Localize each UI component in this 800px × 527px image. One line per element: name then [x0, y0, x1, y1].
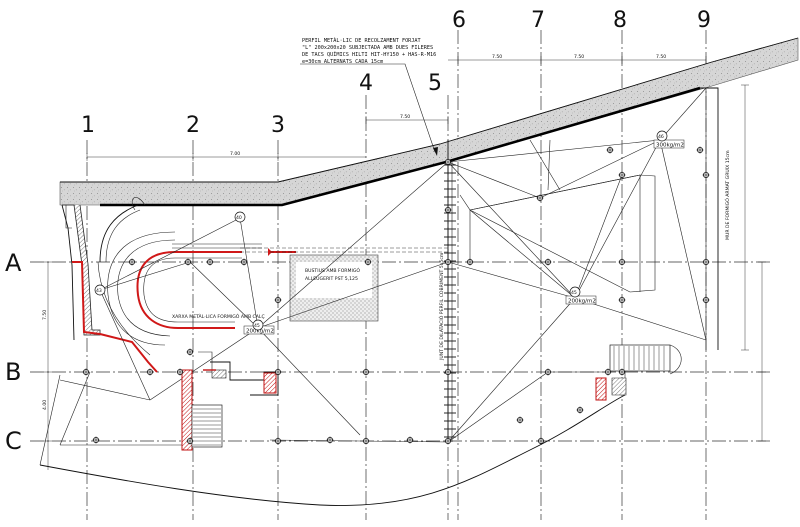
pile-symbol	[444, 258, 452, 266]
pile-symbol	[362, 437, 370, 445]
load-label: 300kg/m2	[656, 143, 684, 149]
dimension-label: 7.50	[492, 54, 502, 60]
steel-note-line: e=30cm ALTERNATS CADA 15cm	[302, 59, 383, 65]
pile-symbol	[696, 146, 704, 154]
grid-axes	[30, 30, 770, 520]
stair-left	[181, 351, 279, 451]
pile-symbol	[606, 146, 614, 154]
steel-note-line: "L" 200x200x20 SUBJECTADA AMB DUES FILER…	[302, 45, 433, 51]
pile-symbol	[128, 258, 136, 266]
grid-row-label: B	[5, 358, 21, 386]
dimension-label: 7.50	[656, 54, 666, 60]
marker-label: 46	[658, 134, 664, 140]
pile-symbols	[82, 146, 710, 445]
grid-col-label: 6	[452, 8, 466, 33]
pile-symbol	[544, 258, 552, 266]
pile-symbol	[618, 368, 626, 376]
pile-symbol	[444, 368, 452, 376]
expansion-joint-note: JUNT DE DILATACIÓ PERFIL COBRIMENT 5x5cm	[438, 252, 445, 361]
hatch-note-line: BUSTIUS AMB FORMIGÓ	[305, 267, 360, 274]
pile-symbol	[274, 368, 282, 376]
load-label: 200kg/m2	[246, 329, 274, 335]
pile-symbol	[406, 436, 414, 444]
pile-symbol	[362, 368, 370, 376]
pile-symbol	[92, 436, 100, 444]
pile-symbol	[146, 368, 154, 376]
right-boundary: MUR DE FORMIGÓ ARMAT GRUIX 15cm	[459, 87, 731, 350]
pile-symbol	[82, 368, 90, 376]
grid-col-label: 2	[186, 113, 200, 138]
pile-symbol	[576, 406, 584, 414]
pile-symbol	[274, 296, 282, 304]
hatch-note-line: ALLEUGERIT PST 5,125	[305, 276, 358, 282]
dimension-label: 4.00	[42, 400, 48, 410]
pile-symbol	[618, 296, 626, 304]
grid-labels: 1 2 3 4 5 6 7 8 9 A B C	[5, 8, 711, 455]
pile-symbol	[702, 296, 710, 304]
grid-col-label: 1	[81, 113, 95, 138]
pile-symbol	[702, 171, 710, 179]
pile-symbol	[536, 194, 544, 202]
pile-symbol	[186, 437, 194, 445]
pile-symbol	[618, 171, 626, 179]
pile-symbol	[618, 258, 626, 266]
diagonal-struts	[59, 87, 707, 446]
marker-label: 43	[96, 288, 102, 294]
marker-label: 45	[571, 290, 577, 296]
pile-symbol	[186, 348, 194, 356]
pile-symbol	[364, 258, 372, 266]
dimension-label: 7.50	[574, 54, 584, 60]
dimension-label: 7.50	[400, 114, 410, 120]
pile-symbol	[537, 437, 545, 445]
bottom-boundary	[39, 349, 670, 506]
pile-symbol	[444, 437, 452, 445]
pile-symbol	[240, 258, 248, 266]
marker-circles: 40 43 45 46 45	[94, 130, 668, 331]
grid-col-label: 5	[428, 71, 442, 96]
grid-col-label: 9	[697, 8, 711, 33]
hatched-fill-region: BUSTIUS AMB FORMIGÓ ALLEUGERIT PST 5,125	[289, 254, 379, 322]
steel-note-line: DE TACS QUÍMICS HILTI HIT-HY150 + HAS-R-…	[302, 50, 436, 58]
curved-wall	[97, 197, 151, 356]
right-wall-note: MUR DE FORMIGÓ ARMAT GRUIX 15cm	[724, 150, 731, 240]
pile-symbol	[702, 258, 710, 266]
pile-symbol	[184, 258, 192, 266]
expansion-joint: JUNT DE DILATACIÓ PERFIL COBRIMENT 5x5cm	[438, 140, 456, 442]
pile-symbol	[326, 436, 334, 444]
pile-symbol	[176, 368, 184, 376]
stair-arcs: XARXA METÀL·LICA FORMIGÓ AMB CALÇ	[107, 231, 265, 346]
dashed-beams	[240, 247, 448, 253]
dimension-label: 7.00	[230, 151, 240, 157]
pile-symbol	[604, 368, 612, 376]
pile-symbol	[544, 368, 552, 376]
load-label: 200kg/m2	[568, 299, 596, 305]
steel-profile-note: PERFIL METÀL·LIC DE RECOLZAMENT FORJAT "…	[300, 37, 438, 156]
pile-symbol	[444, 206, 452, 214]
grid-col-label: 8	[613, 8, 627, 33]
concrete-band	[59, 37, 799, 207]
marker-label: 45	[254, 323, 260, 329]
pile-symbol	[444, 158, 452, 166]
marker-label: 40	[236, 215, 242, 221]
grid-row-label: C	[5, 427, 22, 455]
dimension-label: 7.50	[42, 310, 48, 320]
left-wall	[61, 204, 158, 373]
pile-symbol	[516, 416, 524, 424]
grid-col-label: 7	[531, 8, 545, 33]
pile-symbol	[206, 258, 214, 266]
pile-symbol	[466, 258, 474, 266]
grid-col-label: 4	[359, 71, 373, 96]
dimension-lines: 7.00 7.50 7.50 7.50 7.50 7.50 4.00	[42, 54, 766, 470]
steel-note-line: PERFIL METÀL·LIC DE RECOLZAMENT FORJAT	[302, 37, 421, 44]
grid-row-label: A	[5, 249, 22, 277]
grid-col-label: 3	[271, 113, 285, 138]
curved-wall-note: XARXA METÀL·LICA FORMIGÓ AMB CALÇ	[172, 313, 265, 320]
stair-right	[595, 344, 682, 401]
pile-symbol	[274, 437, 282, 445]
